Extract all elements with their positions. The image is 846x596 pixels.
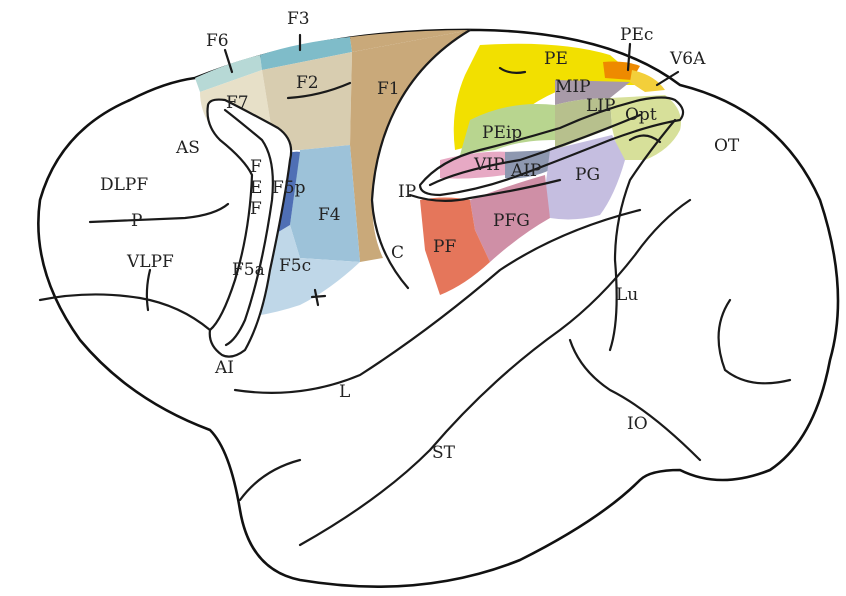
label-PEc: PEc xyxy=(620,25,653,45)
label-F2: F2 xyxy=(296,73,319,93)
label-PE: PE xyxy=(544,49,568,69)
label-PG: PG xyxy=(575,165,600,185)
label-LIP: LIP xyxy=(586,96,615,116)
area-F4 xyxy=(290,145,360,262)
label-F5a: F5a xyxy=(232,260,265,280)
label-AIP: AIP xyxy=(510,161,541,181)
label-PEip: PEip xyxy=(482,123,522,143)
label-C: C xyxy=(391,243,404,263)
label-VLPF: VLPF xyxy=(126,252,174,272)
label-F1: F1 xyxy=(377,79,400,99)
label-F3: F3 xyxy=(287,9,310,29)
label-F-upper: F xyxy=(250,157,262,177)
label-V6A: V6A xyxy=(669,49,706,69)
label-VIP: VIP xyxy=(473,155,504,175)
brain-outline xyxy=(38,30,838,587)
label-P: P xyxy=(131,211,142,231)
label-ST: ST xyxy=(432,443,456,463)
label-L: L xyxy=(339,382,350,402)
label-E: E xyxy=(250,178,262,198)
label-F-lower: F xyxy=(250,199,262,219)
label-F5c: F5c xyxy=(279,256,311,276)
label-DLPF: DLPF xyxy=(100,175,148,195)
label-F6: F6 xyxy=(206,31,229,51)
label-AS: AS xyxy=(175,138,200,158)
label-Opt: Opt xyxy=(625,105,657,125)
label-IP: IP xyxy=(398,182,416,202)
label-PF: PF xyxy=(433,237,456,257)
label-PFG: PFG xyxy=(493,211,530,231)
label-IO: IO xyxy=(627,414,648,434)
label-Lu: Lu xyxy=(616,285,638,305)
label-AI: AI xyxy=(214,358,234,378)
label-OT: OT xyxy=(714,136,740,156)
label-F7: F7 xyxy=(226,93,249,113)
label-F4: F4 xyxy=(318,205,341,225)
label-F5p: F5p xyxy=(272,178,306,198)
label-MIP: MIP xyxy=(555,77,591,97)
